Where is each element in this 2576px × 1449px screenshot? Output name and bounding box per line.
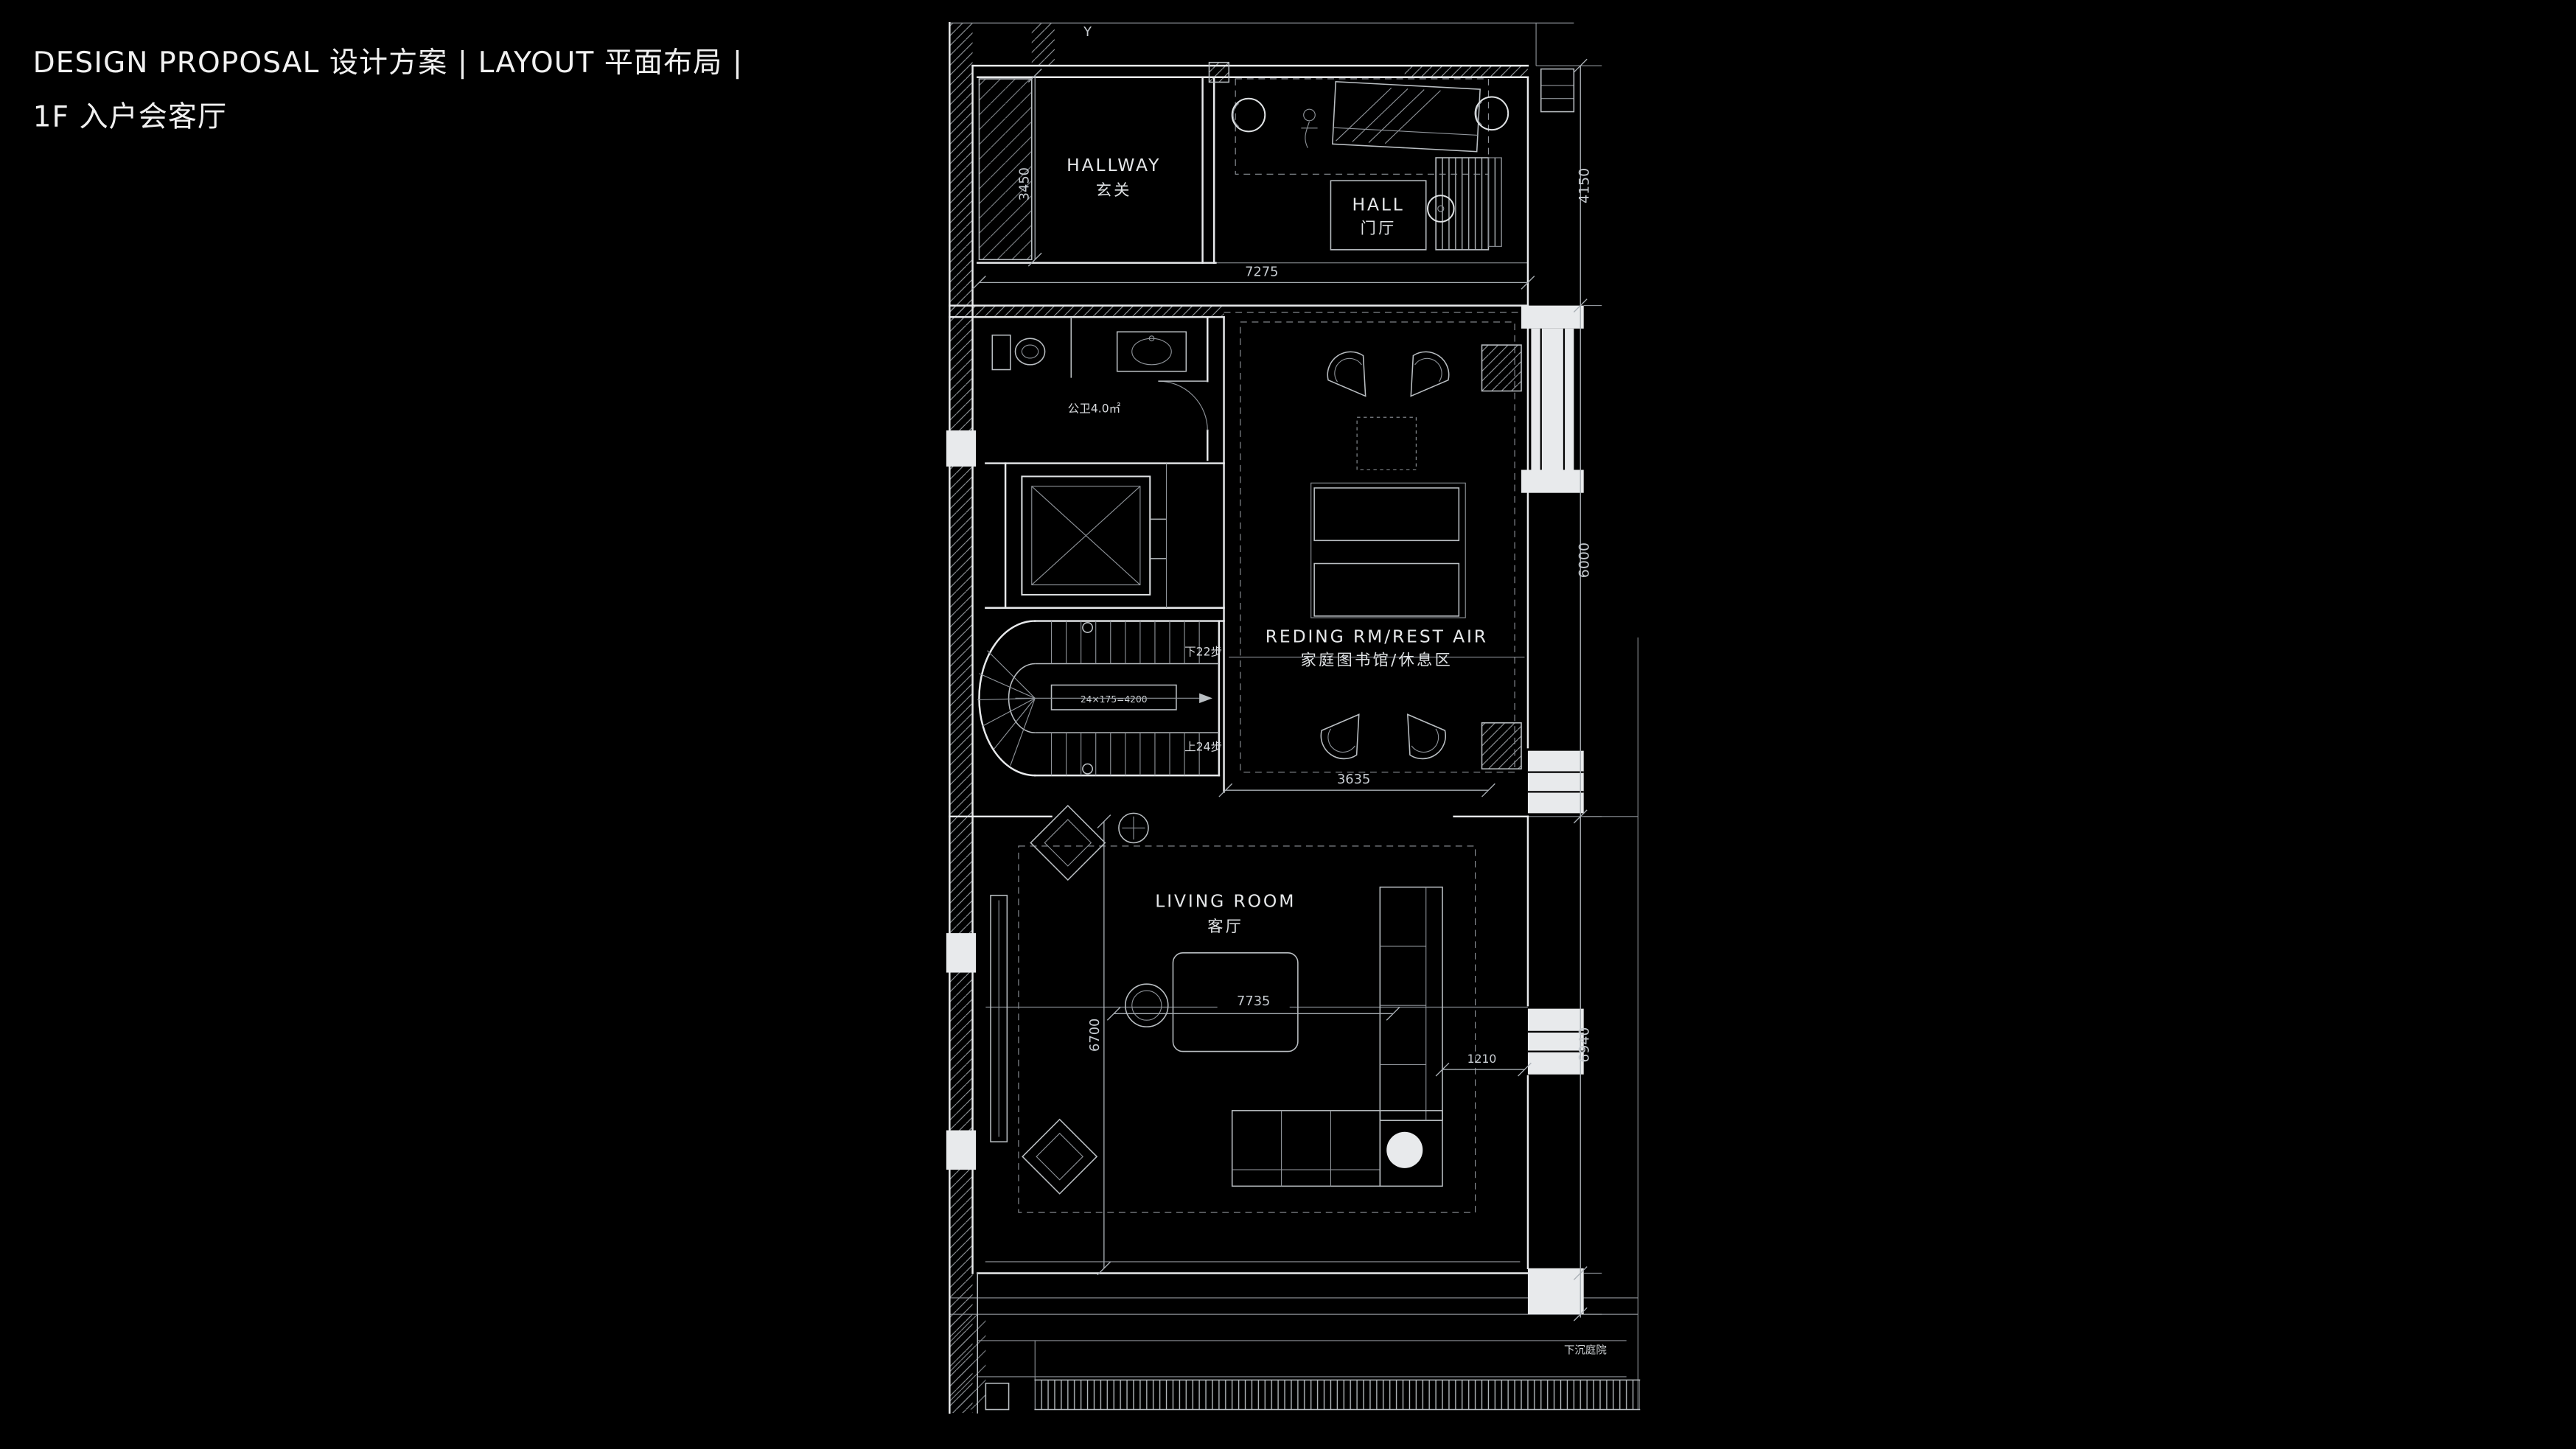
dim-sofa-offset: 1210: [1467, 1052, 1497, 1066]
room-label-reading-en: REDING RM/REST AIR: [1266, 626, 1488, 647]
hall-round-stool: [1426, 195, 1455, 223]
stair-treads-bottom: [1050, 733, 1200, 776]
dim-top-width: 7275: [1245, 264, 1278, 279]
dim-hallway-depth: 3450: [1016, 167, 1032, 200]
dimension-annotations: 7275 3450 3635 7735 6700 1210 4150 6000 …: [972, 58, 1602, 1321]
room-label-hallway-cn: 玄关: [1096, 181, 1132, 199]
living-side-table: [1386, 1131, 1423, 1168]
room-label-living-en: LIVING ROOM: [1155, 890, 1296, 911]
dim-right-bottom: 6940: [1576, 1027, 1592, 1063]
living-room: LIVING ROOM 客厅: [990, 804, 1476, 1213]
room-label-hallway-en: HALLWAY: [1067, 155, 1161, 175]
elevator: [1021, 463, 1167, 608]
construction-lines: [949, 22, 1638, 1410]
plan-walls: [949, 21, 1641, 1414]
hall-person-figure: [1301, 108, 1318, 148]
reading-room: REDING RM/REST AIR 家庭图书馆/休息区: [1229, 321, 1525, 773]
reading-sofa-2: [1313, 562, 1460, 617]
stair-winder-treads: [977, 650, 1036, 766]
room-label-bath: 公卫4.0㎡: [1068, 402, 1121, 415]
room-label-living-cn: 客厅: [1207, 917, 1243, 935]
living-sofa-corner: [1379, 1110, 1443, 1187]
living-armchair-top: [1030, 804, 1106, 881]
hall-zone: HALLWAY 玄关 HALL 门厅 Y: [1067, 24, 1509, 251]
stair-calc-box: [1050, 684, 1177, 710]
sink-basin: [1131, 338, 1172, 366]
reading-ceiling-dashed: [1240, 321, 1515, 773]
stair-treads-top: [1050, 621, 1200, 664]
toilet-tank: [991, 334, 1011, 371]
dim-right-top: 4150: [1576, 168, 1592, 203]
elevator-car: [1021, 475, 1151, 596]
ceiling-lamp-symbol: [1118, 812, 1149, 844]
living-sofa-main: [1379, 886, 1443, 1121]
living-armchair-bottom: [1022, 1118, 1098, 1195]
living-nesting-table: [1125, 983, 1169, 1027]
hall-foyer-table: [1330, 180, 1427, 251]
toilet-bowl: [1014, 338, 1046, 366]
hall-console-piano: [1332, 81, 1481, 153]
reading-lounge-chairs: [1320, 351, 1450, 760]
hall-stool-left: [1231, 97, 1266, 133]
reading-sofa-1: [1313, 487, 1460, 542]
dim-living-depth: 6700: [1087, 1019, 1103, 1052]
sunken-courtyard-note: 下沉庭院: [1564, 1344, 1607, 1357]
stair-label-down: 下22步: [1184, 645, 1222, 658]
slide-title-line2: 1F 入户会客厅: [33, 101, 228, 134]
room-label-hall-en: HALL: [1352, 194, 1404, 214]
vanity-counter: [1116, 331, 1187, 372]
wall-pilasters: [946, 305, 1584, 1315]
hall-rug: [1235, 78, 1489, 175]
slide-title-line1: DESIGN PROPOSAL 设计方案 | LAYOUT 平面布局 |: [33, 46, 744, 80]
section-marker: Y: [1083, 24, 1092, 40]
living-coffee-table: [1172, 952, 1299, 1052]
reading-sofa-group: [1310, 482, 1466, 618]
room-label-reading-cn: 家庭图书馆/休息区: [1301, 651, 1453, 669]
staircase: 24×175=4200 下22步 上24步: [977, 620, 1225, 777]
wall-hatch-fills: [949, 23, 1640, 1413]
slide-header: DESIGN PROPOSAL 设计方案 | LAYOUT 平面布局 | 1F …: [33, 46, 744, 134]
bathroom-zone: 公卫4.0㎡: [991, 317, 1208, 431]
stair-arrow: [1199, 693, 1212, 704]
stair-label-up: 上24步: [1184, 741, 1222, 754]
stair-calc-text: 24×175=4200: [1081, 694, 1148, 705]
living-media-cabinet: [990, 895, 1008, 1142]
dim-reading-width: 3635: [1337, 772, 1370, 787]
living-chaise: [1231, 1110, 1381, 1187]
hall-stool-right: [1474, 96, 1509, 131]
room-label-hall-cn: 门厅: [1361, 219, 1397, 237]
dim-right-middle: 6000: [1576, 542, 1592, 578]
dim-living-width: 7735: [1237, 994, 1270, 1009]
living-rug-dashed: [1018, 845, 1476, 1213]
bathroom-door-arc: [1158, 380, 1208, 431]
reading-dashed-table: [1356, 416, 1417, 471]
